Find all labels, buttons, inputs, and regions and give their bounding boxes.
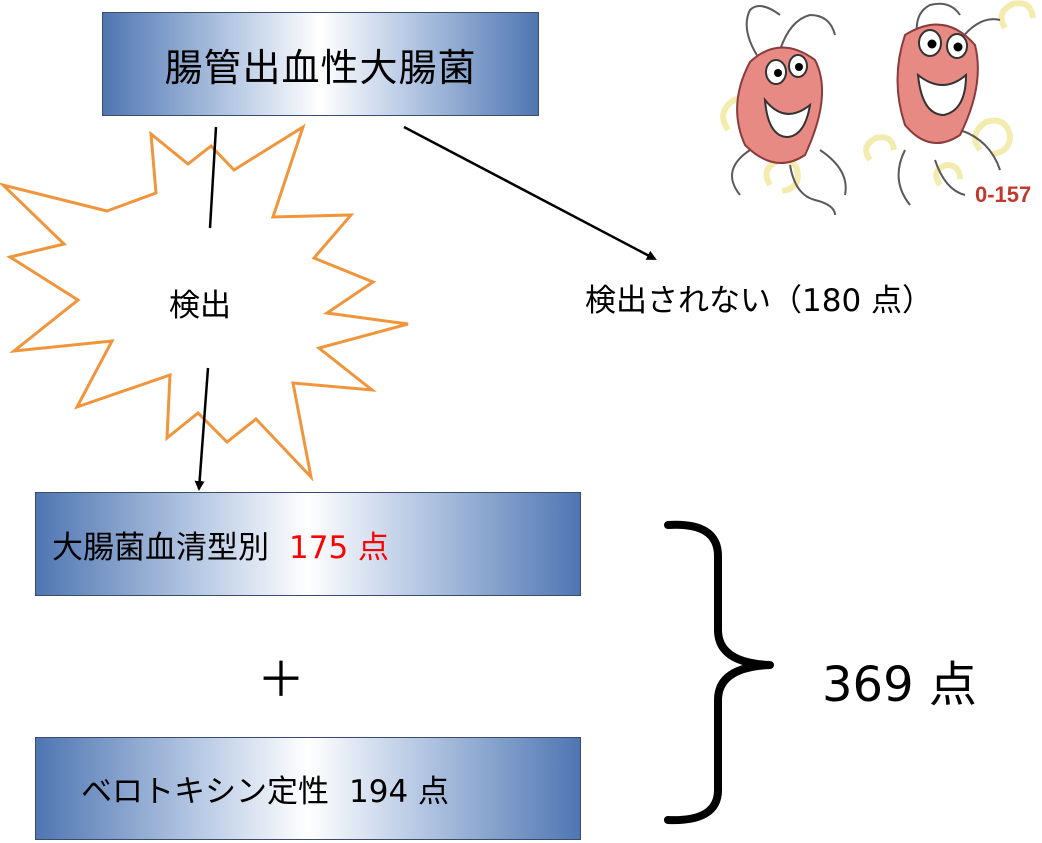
verotoxin-label: ベロトキシン定性 [81, 774, 329, 810]
connector-top-to-burst [208, 126, 218, 229]
serotype-label: 大腸菌血清型別 [52, 529, 269, 566]
arrow-burst-to-serotype [194, 367, 210, 491]
plus-sign: ＋ [257, 652, 306, 708]
top-box: 腸管出血性大腸菌 [102, 12, 539, 116]
verotoxin-box: ベロトキシン定性 194 点 [35, 737, 581, 840]
not-detected-label: 検出されない（180 点） [585, 283, 934, 319]
arrow-not-detected [403, 125, 657, 261]
o157-bacteria-illustration [702, 0, 1040, 224]
verotoxin-points: 194 点 [349, 774, 450, 810]
right-brace [664, 520, 774, 825]
o157-label: 0-157 [975, 182, 1032, 207]
serotype-box: 大腸菌血清型別 175 点 [35, 492, 581, 596]
top-box-label: 腸管出血性大腸菌 [164, 45, 477, 90]
serotype-points: 175 点 [289, 529, 390, 566]
detected-burst [0, 123, 409, 482]
burst-label: 検出 [169, 288, 231, 324]
total-points: 369 点 [822, 657, 977, 713]
